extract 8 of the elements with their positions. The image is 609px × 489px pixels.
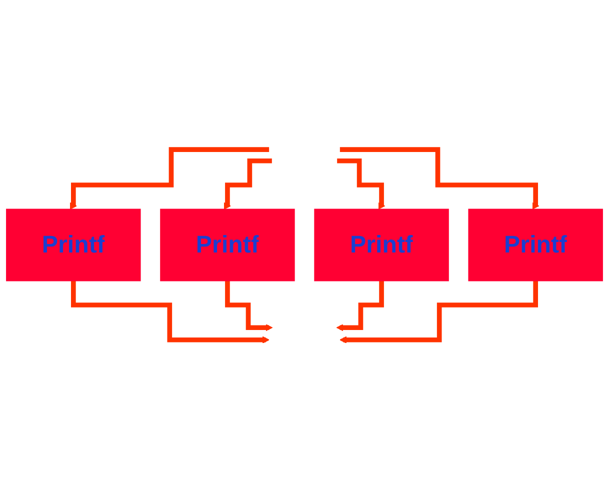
node-box: Printf: [314, 208, 449, 281]
arrow: [337, 158, 386, 209]
node-box: Printf: [6, 208, 141, 281]
arrow: [224, 158, 272, 209]
node-box: Printf: [468, 208, 603, 281]
node-box: Printf: [160, 208, 295, 281]
arrow: [340, 146, 540, 209]
arrow: [70, 146, 270, 209]
